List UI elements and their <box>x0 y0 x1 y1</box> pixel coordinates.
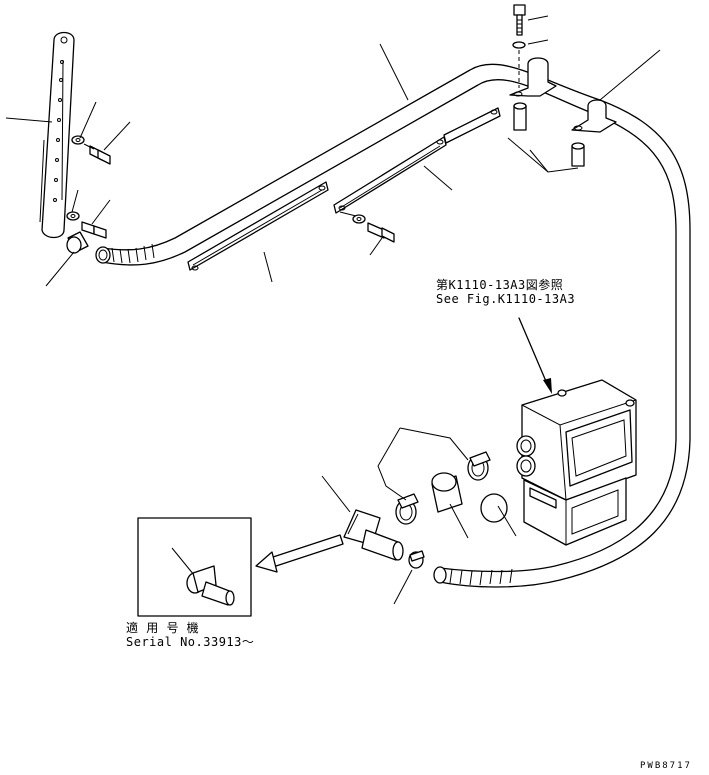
serial-note-en: Serial No.33913～ <box>126 635 255 649</box>
stay-bracket <box>39 31 75 239</box>
left-fasteners <box>66 135 111 254</box>
reference-note-en: See Fig.K1110-13A3 <box>436 292 576 306</box>
protector-strips <box>187 107 501 271</box>
leader-lines <box>5 15 661 605</box>
reference-note-jp: 第K1110-13A3図参照 <box>436 278 564 292</box>
reference-arrow <box>518 317 552 394</box>
elbow-fitting <box>343 509 404 561</box>
middle-fasteners <box>352 214 395 243</box>
serial-note: 適 用 号 機 Serial No.33913～ <box>126 621 254 649</box>
upper-clamp-assembly <box>509 4 617 167</box>
control-box <box>516 379 637 546</box>
clamps-and-sleeves <box>395 451 508 569</box>
serial-note-jp: 適 用 号 機 <box>126 621 200 635</box>
main-tube <box>95 63 691 588</box>
drawing-code: PWB8717 <box>640 761 692 771</box>
view-arrow <box>255 534 344 573</box>
reference-note: 第K1110-13A3図参照 See Fig.K1110-13A3 <box>436 278 575 306</box>
inset-view <box>137 517 252 617</box>
